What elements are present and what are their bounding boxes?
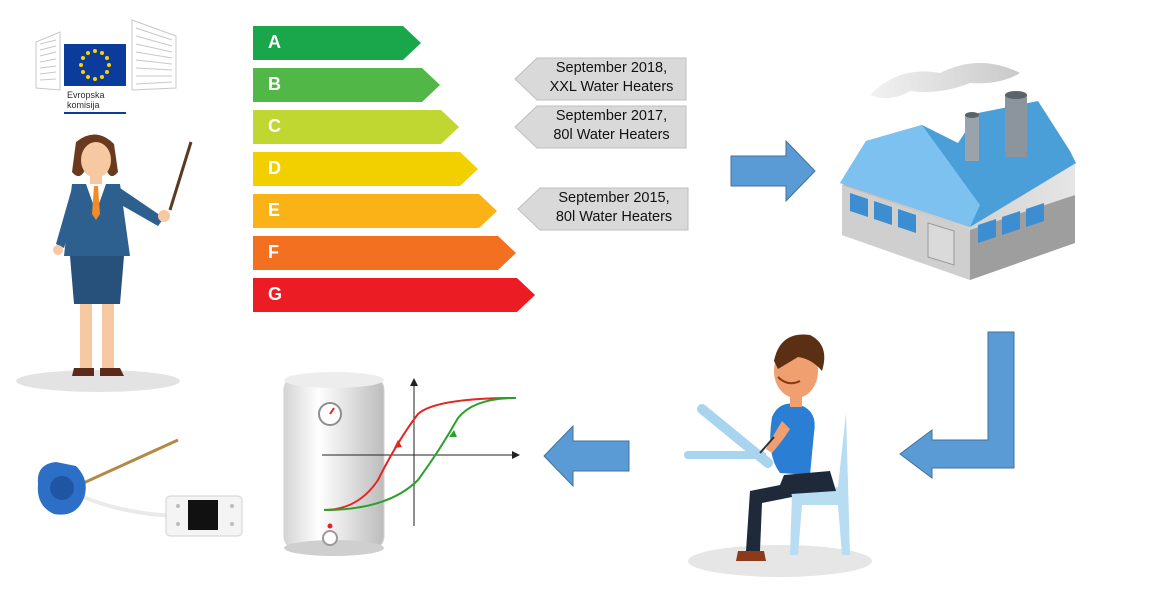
callout-line2: 80l Water Heaters: [555, 209, 673, 225]
callout-2015-80l: September 2015, 80l Water Heaters: [517, 187, 689, 231]
presenter-icon: [16, 134, 193, 392]
energy-class-letter: D: [268, 158, 281, 178]
energy-class-letter: E: [268, 200, 281, 220]
eu-building-icon: [35, 19, 177, 91]
arrow-left-icon: [543, 425, 630, 487]
callout-line1: September 2018,: [555, 60, 668, 76]
energy-class-b: B: [253, 68, 440, 102]
eu-logo-line2: komisija: [67, 100, 100, 110]
control-knob-icon: [322, 530, 338, 546]
energy-class-letter: B: [268, 74, 281, 94]
heating-curve: [323, 397, 517, 511]
energy-class-letter: A: [268, 32, 281, 52]
energy-class-d: D: [253, 152, 478, 186]
callout-line2: XXL Water Heaters: [549, 79, 674, 95]
eu-logo-line1: Evropska: [67, 90, 105, 100]
eu-logo-text: Evropska komisija: [67, 90, 105, 110]
water-heater-icon: [283, 372, 520, 556]
energy-class-c: C: [253, 110, 459, 144]
eu-logo-underline: [64, 112, 126, 114]
energy-class-g: G: [253, 278, 535, 312]
callout-line2: 80l Water Heaters: [553, 127, 670, 143]
arrow-down-left-icon: [899, 331, 1015, 479]
factory-icon: [840, 63, 1076, 280]
energy-class-e: E: [253, 194, 497, 228]
engineer-icon: [684, 334, 872, 577]
energy-class-letter: C: [268, 116, 281, 136]
energy-class-f: F: [253, 236, 516, 270]
energy-class-letter: F: [268, 242, 279, 262]
callout-text: September 2018, XXL Water Heaters: [537, 59, 686, 97]
curve-arrow-marker: [449, 430, 457, 437]
energy-class-a: A: [253, 26, 421, 60]
energy-class-letter: G: [268, 284, 283, 304]
eu-commission-logo: [32, 14, 182, 116]
arrow-right-icon: [730, 140, 816, 202]
curve-arrow-marker: [394, 440, 402, 448]
thermostat-icon: [37, 438, 243, 537]
eu-stars-icon: [79, 49, 111, 81]
eu-flag: [64, 44, 126, 86]
callout-text: September 2017, 80l Water Heaters: [537, 107, 686, 145]
callout-line1: September 2015,: [558, 190, 670, 206]
cooling-curve: [323, 397, 517, 511]
callout-2017-80l: September 2017, 80l Water Heaters: [514, 105, 687, 149]
callout-2018-xxl: September 2018, XXL Water Heaters: [514, 57, 687, 101]
callout-text: September 2015, 80l Water Heaters: [540, 189, 688, 227]
callout-line1: September 2017,: [555, 108, 668, 124]
